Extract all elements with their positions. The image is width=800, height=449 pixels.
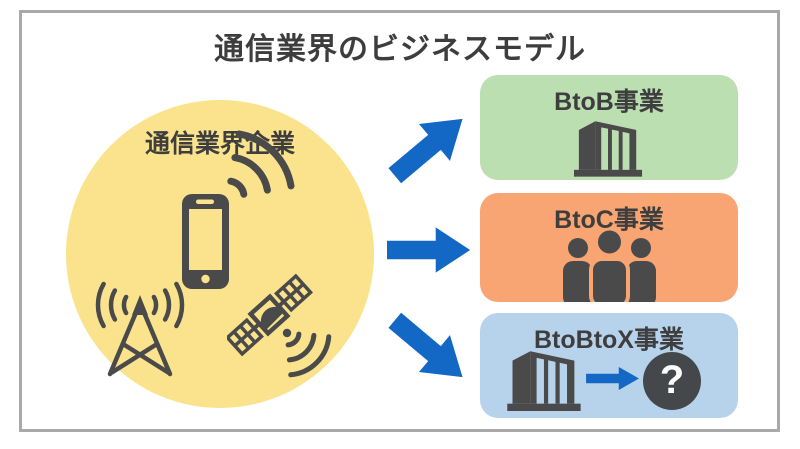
page-title: 通信業界のビジネスモデル <box>214 33 586 66</box>
people-group-icon <box>562 228 657 302</box>
radio-tower-icon <box>92 278 188 378</box>
question-mark-glyph: ? <box>659 358 685 402</box>
question-mark-icon: ? <box>643 352 701 410</box>
btobtox-box: BtoBtoX事業 ? <box>480 313 738 418</box>
small-arrow-icon <box>586 366 640 391</box>
btobtox-label: BtoBtoX事業 <box>534 326 684 354</box>
smartphone-wifi-icon <box>181 122 299 290</box>
satellite-icon <box>227 273 335 381</box>
arrow-to-btob-icon <box>376 97 482 197</box>
arrow-to-btoc-icon <box>387 226 471 274</box>
source-circle: 通信業界企業 <box>66 100 374 408</box>
office-building-icon <box>574 116 644 177</box>
btoc-box: BtoC事業 <box>480 193 738 302</box>
arrow-to-btobtox-icon <box>376 299 482 399</box>
office-building-icon <box>507 346 583 411</box>
btob-box: BtoB事業 <box>480 75 738 180</box>
btob-label: BtoB事業 <box>554 88 664 116</box>
